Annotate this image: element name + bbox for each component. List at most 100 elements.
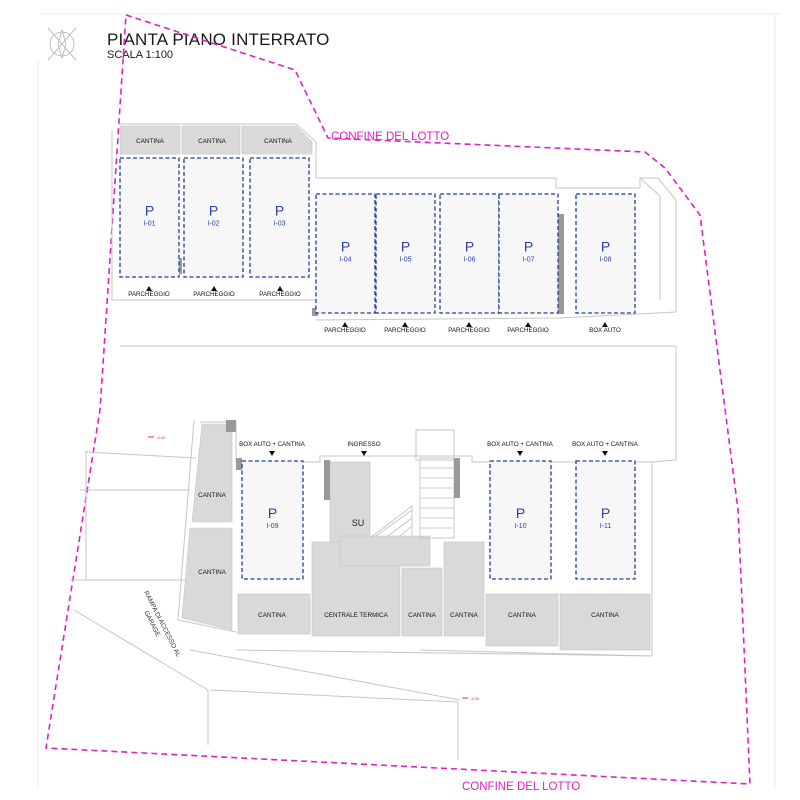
- level-marker-bottom: -3.00: [462, 696, 480, 701]
- parking-id: I-05: [399, 257, 411, 264]
- room-fill: [237, 593, 311, 635]
- entry-arrow-icon: [466, 322, 472, 327]
- parking-symbol: P: [465, 239, 474, 255]
- parking-slot-outline: [183, 157, 244, 278]
- entry-arrow-icon: [517, 451, 523, 456]
- parking-label: PARCHEGGIO: [128, 291, 170, 298]
- parking-id: I-11: [600, 523, 612, 530]
- parking-label: PARCHEGGIO: [193, 291, 235, 298]
- boundary-label-bottom: CONFINE DEL LOTTO: [462, 781, 580, 793]
- room-fill: [241, 125, 313, 155]
- parking-label: PARCHEGGIO: [507, 327, 549, 334]
- north-arrow-icon: [47, 27, 77, 61]
- cantina-rooms-bottom: [181, 423, 651, 651]
- entry-arrow-icon: [211, 286, 217, 291]
- parking-label: PARCHEGGIO: [448, 327, 490, 334]
- parking-symbol: P: [275, 203, 284, 219]
- plan-title: PIANTA PIANO INTERRATO: [107, 30, 330, 49]
- room-fill: [443, 541, 485, 637]
- cantina-row-top: [119, 125, 313, 155]
- room-label-cantina: CANTINA: [258, 612, 286, 619]
- room-label-cantina: CANTINA: [591, 612, 619, 619]
- wall-accents: [178, 214, 564, 500]
- ramp-label: RAMPA DI ACCESSO AL GARAGE: [142, 590, 182, 659]
- entry-arrow-icon: [602, 322, 608, 327]
- entry-arrow-icon: [269, 451, 275, 456]
- room-label-cantina: CANTINA: [136, 138, 164, 145]
- entry-arrow-icon: [602, 451, 608, 456]
- room-fill: [181, 125, 241, 155]
- boundary-label-top: CONFINE DEL LOTTO: [331, 131, 449, 143]
- room-fill: [559, 593, 651, 651]
- parking-id: I-10: [514, 523, 526, 530]
- parking-id: I-09: [266, 523, 278, 530]
- room-fill: [401, 567, 443, 637]
- staircase: [369, 457, 455, 539]
- parking-slot-outline: [575, 460, 636, 580]
- parking-symbol: P: [601, 505, 610, 521]
- parking-slot-outline: [439, 193, 500, 314]
- entry-arrow-icon: [342, 322, 348, 327]
- parking-symbol: P: [209, 203, 218, 219]
- room-label-cantina: CANTINA: [198, 138, 226, 145]
- parking-symbol: P: [601, 239, 610, 255]
- level-marker-left: -3.00: [148, 435, 166, 440]
- parking-symbol: P: [401, 239, 410, 255]
- parking-slot-outline: [315, 193, 376, 314]
- plot-boundary: [45, 13, 751, 785]
- stair-up-label: SU: [352, 518, 365, 528]
- room-label-cantina: CANTINA: [408, 612, 436, 619]
- entry-arrow-icon: [525, 322, 531, 327]
- parking-slot-outline: [375, 193, 436, 314]
- parking-slot-outline: [249, 157, 310, 278]
- room-label-cantina: CANTINA: [450, 612, 478, 619]
- parking-id: I-03: [273, 221, 285, 228]
- parking-slot-outline: [489, 460, 552, 580]
- entry-arrow-icon: [402, 322, 408, 327]
- parking-label: BOX AUTO + CANTINA: [572, 441, 639, 448]
- parking-label: PARCHEGGIO: [259, 291, 301, 298]
- room-fill: [191, 423, 233, 523]
- room-label-cantina: CANTINA: [198, 569, 226, 576]
- parking-slot-outline: [119, 157, 180, 278]
- parking-id: I-04: [339, 257, 351, 264]
- parking-slot-outline: [575, 193, 636, 314]
- room-fill: [339, 535, 431, 567]
- room-fill: [329, 461, 371, 543]
- room-fill: [485, 593, 559, 647]
- parking-symbol: P: [516, 505, 525, 521]
- parking-id: I-06: [463, 257, 475, 264]
- parking-slot-i-11: P I-11 BOX AUTO + CANTINA: [572, 441, 639, 580]
- parking-symbol: P: [268, 505, 277, 521]
- parking-id: I-01: [143, 221, 155, 228]
- parking-id: I-02: [207, 221, 219, 228]
- parking-label: PARCHEGGIO: [384, 327, 426, 334]
- room-label-centrale-termica: CENTRALE TERMICA: [324, 612, 388, 619]
- parking-slot-i-10: P I-10 BOX AUTO + CANTINA: [487, 441, 554, 580]
- room-label-cantina: CANTINA: [264, 138, 292, 145]
- parking-symbol: P: [341, 239, 350, 255]
- room-label-cantina: CANTINA: [508, 612, 536, 619]
- parking-slot-outline: [498, 193, 559, 314]
- parking-symbol: P: [524, 239, 533, 255]
- entrance-arrow-icon: [361, 451, 367, 456]
- room-label-ingresso: INGRESSO: [347, 441, 380, 448]
- parking-id: I-07: [522, 257, 534, 264]
- entry-arrow-icon: [277, 286, 283, 291]
- parking-id: I-08: [599, 257, 611, 264]
- parking-label: BOX AUTO: [589, 327, 621, 334]
- level-marker-left-text: -3.00: [156, 435, 166, 440]
- parking-label: BOX AUTO + CANTINA: [239, 441, 306, 448]
- level-marker-bottom-text: -3.00: [470, 696, 480, 701]
- parking-label: BOX AUTO + CANTINA: [487, 441, 554, 448]
